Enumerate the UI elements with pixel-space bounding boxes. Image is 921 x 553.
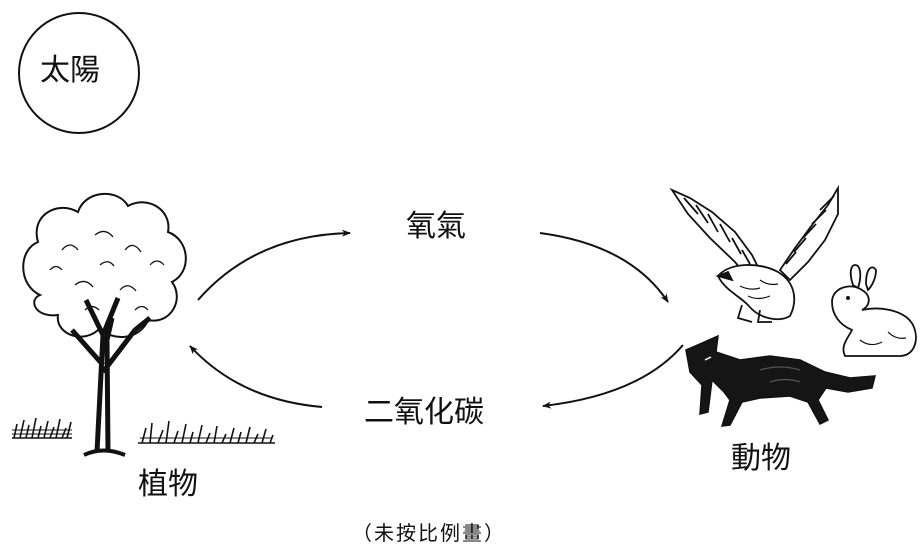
carbon-dioxide-label: 二氧化碳 [364,395,484,430]
plants-label: 植物 [138,467,198,502]
animals-label: 動物 [731,441,791,476]
not-to-scale-note: （未按比例畫） [352,521,506,545]
sun-circle [18,12,140,134]
rabbit-illustration [831,264,917,357]
tree-illustration [22,192,187,457]
eagle-illustration [669,184,839,323]
oxygen-label: 氧氣 [406,209,466,244]
arrow-animals-to-co2 [542,344,684,409]
arrow-oxygen-to-animals [539,232,669,303]
grass-left [12,417,72,439]
arrow-co2-to-plants [189,345,323,408]
fox-illustration [685,334,876,427]
grass-right [138,420,275,444]
sun-label: 太陽 [40,53,100,88]
arrow-plants-to-oxygen [197,229,351,301]
